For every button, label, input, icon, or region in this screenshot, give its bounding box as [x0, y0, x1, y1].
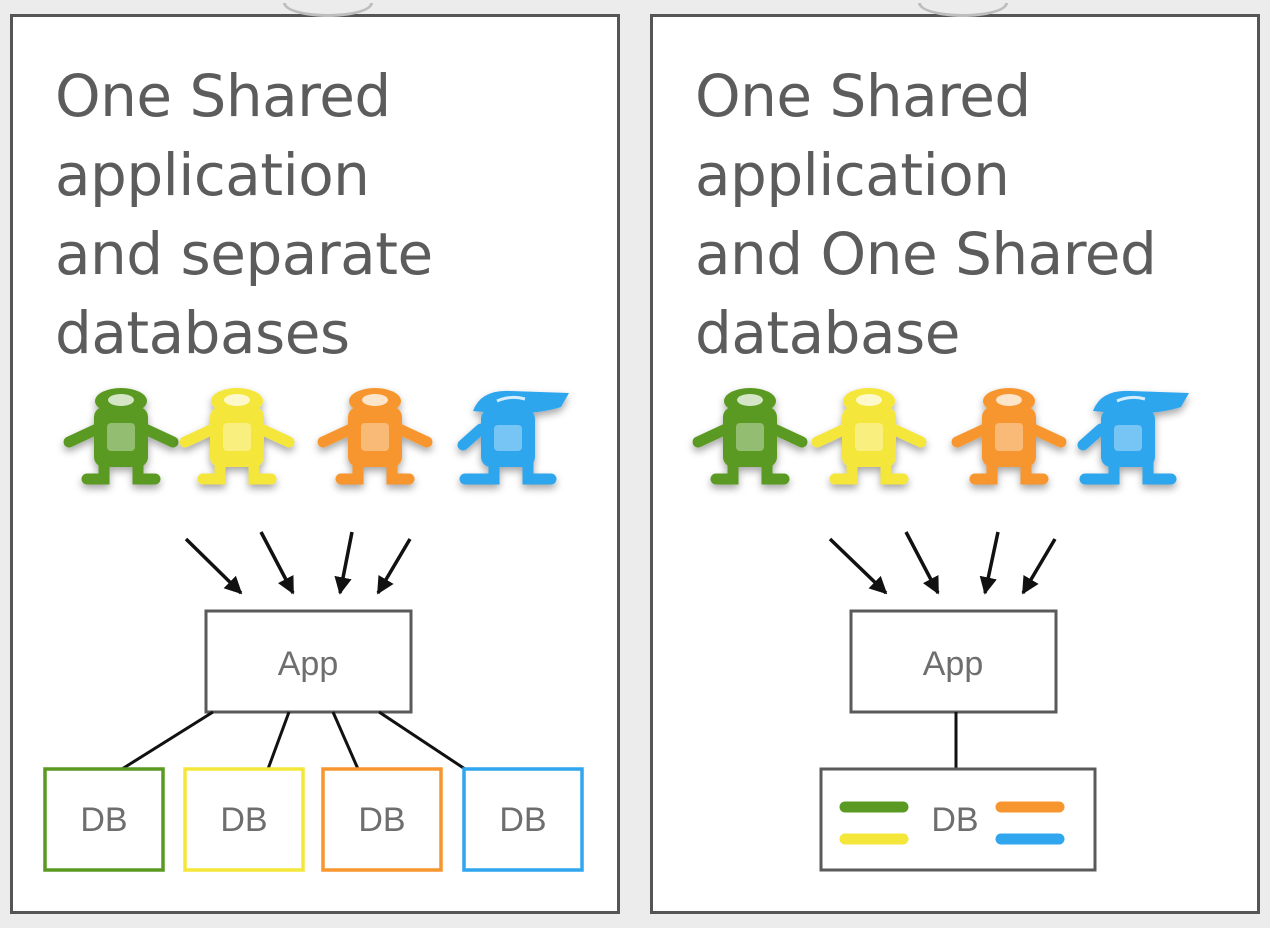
panel-title: One Shared application and One Shared da…	[695, 57, 1157, 373]
panel-title-line: database	[695, 299, 960, 367]
arrow-icon	[1021, 538, 1057, 595]
diagram-shared-database: App DB	[692, 388, 1189, 872]
tenant-db-box	[183, 767, 305, 872]
panel-shared-database: One Shared application and One Shared da…	[650, 3, 1260, 914]
shared-db-box	[819, 767, 1097, 872]
app-db-link	[266, 711, 291, 770]
db-label: DB	[358, 801, 405, 839]
panel-title-line: and One Shared	[695, 220, 1157, 288]
tenant-figure-icon	[63, 388, 179, 485]
arrow-icon	[184, 537, 243, 595]
panel-title-line: application	[55, 141, 370, 209]
arrow-icon	[828, 537, 888, 595]
panel-title-line: One Shared	[695, 62, 1031, 130]
app-label: App	[923, 645, 984, 683]
db-label: DB	[931, 801, 978, 839]
db-label: DB	[220, 801, 267, 839]
diagram-separate-databases: App DB DB DB DB	[43, 388, 584, 872]
db-label: DB	[499, 801, 546, 839]
arrow-icon	[334, 531, 354, 595]
db-label: DB	[80, 801, 127, 839]
tenant-figure-icon	[951, 388, 1067, 485]
tenant-db-box	[462, 767, 584, 872]
app-label: App	[278, 645, 339, 683]
panel-title-line: One Shared	[55, 62, 391, 130]
panel-top-connector	[283, 3, 373, 17]
tenant-db-box	[321, 767, 443, 872]
arrow-icon	[259, 531, 295, 595]
arrow-icon	[376, 538, 412, 595]
panel-separate-databases: One Shared application and separate data…	[10, 3, 620, 914]
app-db-link	[121, 710, 214, 771]
panel-title-line: databases	[55, 299, 350, 367]
tenant-figure-icon	[317, 388, 433, 485]
tenant-figure-icon	[1077, 390, 1189, 485]
app-db-link	[331, 711, 360, 770]
arrow-icon	[904, 531, 940, 595]
tenant-db-box	[43, 767, 165, 872]
tenant-figure-icon	[692, 388, 808, 485]
arrow-icon	[979, 531, 1000, 595]
tenant-figure-icon	[179, 388, 295, 485]
tenant-figure-icon	[457, 390, 569, 485]
panel-title: One Shared application and separate data…	[55, 57, 433, 373]
tenant-figure-icon	[811, 388, 927, 485]
app-db-link	[378, 710, 466, 771]
panel-title-line: and separate	[55, 220, 433, 288]
app-box	[204, 609, 413, 714]
app-box	[849, 609, 1058, 714]
panel-title-line: application	[695, 141, 1010, 209]
panel-top-connector	[918, 3, 1008, 17]
